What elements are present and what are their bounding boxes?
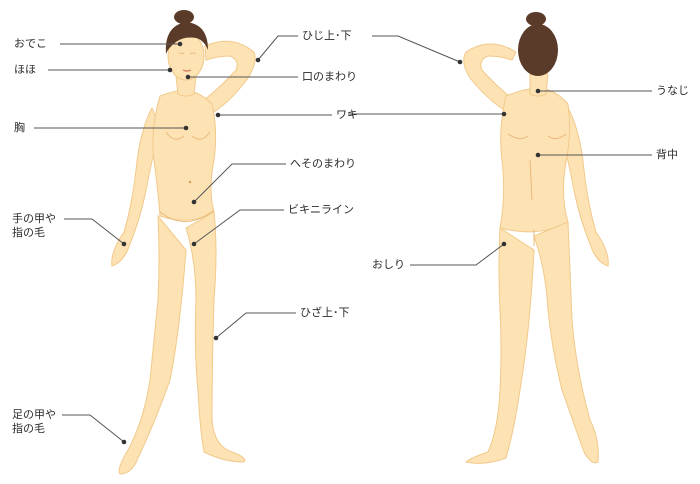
label-back: 背中 <box>656 148 678 161</box>
label-mouth: 口のまわり <box>302 70 357 83</box>
label-nape: うなじ <box>656 84 689 97</box>
back-figure <box>463 12 609 464</box>
label-armpit: ワキ <box>336 108 358 121</box>
label-elbow: ひじ上･下 <box>302 29 352 42</box>
label-navel: へそのまわり <box>290 157 356 170</box>
label-bikini: ビキニライン <box>288 203 354 216</box>
label-buttocks: おしり <box>372 258 405 271</box>
label-knee: ひざ上･下 <box>300 306 350 319</box>
label-chest: 胸 <box>14 121 25 134</box>
label-feet: 足の甲や 指の毛 <box>12 408 56 435</box>
leader-lines <box>34 35 652 445</box>
label-hands: 手の甲や 指の毛 <box>12 212 56 239</box>
front-figure <box>111 10 256 475</box>
label-cheek: ほほ <box>14 63 36 76</box>
label-forehead: おでこ <box>14 37 47 50</box>
